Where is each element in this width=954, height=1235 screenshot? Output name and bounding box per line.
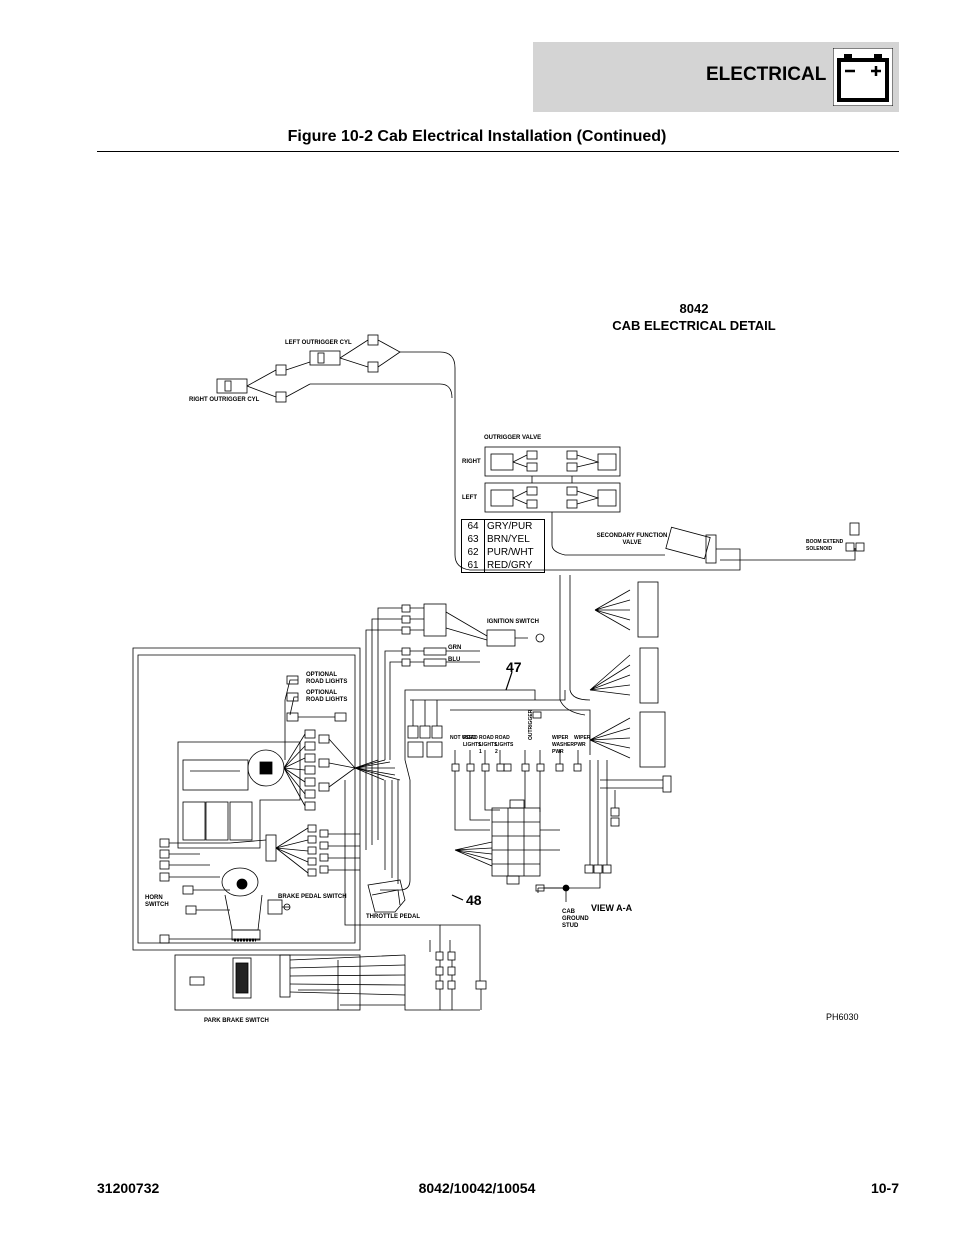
right-valve-label: RIGHT [462, 459, 481, 465]
right-connector-blocks [559, 575, 672, 793]
fuse-label-outrigger: OUTRIGGER [528, 709, 534, 740]
wire-number: 61 [461, 559, 485, 573]
left-outrigger-cyl-connector [309, 334, 401, 373]
fuse-label-not-used: NOT USED [450, 735, 476, 741]
wire-number: 62 [461, 546, 485, 559]
optional-road-lights-label-1: OPTIONAL ROAD LIGHTS [306, 672, 348, 685]
callout-47: 47 [506, 659, 522, 675]
ignition-switch-label: IGNITION SWITCH [487, 619, 539, 625]
park-brake-switch-label: PARK BRAKE SWITCH [204, 1018, 269, 1024]
detail-model: 8042 [679, 301, 709, 316]
wire-number: 64 [461, 519, 485, 533]
fuse-label-wiper-pwr: WIPER PWR [574, 735, 591, 748]
grn-wire-label: GRN [448, 645, 462, 651]
inline-fuses [429, 924, 487, 1010]
ignition-switch [401, 603, 545, 667]
view-a-a-connectors [535, 760, 620, 902]
fuse-row [450, 709, 591, 831]
brake-pedal-switch [267, 899, 291, 915]
blu-wire-label: BLU [448, 657, 461, 663]
secondary-function-valve-label: SECONDARY FUNCTION VALVE [596, 533, 668, 546]
optional-road-lights-label-2: OPTIONAL ROAD LIGHTS [306, 690, 348, 703]
dash-panel [177, 741, 301, 849]
steering-column [221, 867, 263, 942]
throttle-pedal [367, 879, 406, 913]
battery-icon [833, 48, 893, 106]
fuse-label-wiper-washer: WIPER WASHER PWR [552, 735, 574, 755]
outrigger-valve-right [484, 446, 621, 477]
model-numbers: 8042/10042/10054 [418, 1180, 536, 1196]
horn-switch-label: HORN SWITCH [145, 895, 169, 908]
detail-name: CAB ELECTRICAL DETAIL [612, 318, 776, 333]
boom-extend-solenoid [845, 522, 865, 552]
left-switches [159, 838, 260, 944]
fuse-label-road-lights: ROAD LIGHTS [463, 735, 482, 748]
callout-48: 48 [466, 892, 482, 908]
wire-color: GRY/PUR [487, 521, 533, 532]
right-outrigger-cyl-connector [216, 361, 311, 403]
fuse-label-road-lights-1: ROAD LIGHTS 1 [479, 735, 498, 755]
fuse-block [454, 799, 560, 885]
center-harness [344, 689, 566, 940]
outrigger-valve-label: OUTRIGGER VALVE [484, 435, 542, 441]
left-valve-label: LEFT [462, 495, 477, 501]
optional-road-lights-connectors [284, 675, 347, 760]
wire-number: 63 [461, 533, 485, 546]
wire-color: RED/GRY [487, 560, 533, 571]
throttle-pedal-label: THROTTLE PEDAL [366, 914, 420, 920]
page-number: 10-7 [870, 1180, 899, 1196]
section-title: ELECTRICAL [706, 64, 827, 85]
brake-pedal-switch-label: BRAKE PEDAL SWITCH [278, 894, 347, 900]
cab-ground-stud-label: CAB GROUND STUD [562, 909, 589, 929]
outrigger-valve-left [484, 482, 621, 513]
lower-switches [174, 954, 480, 1011]
boom-extend-solenoid-label: BOOM EXTEND SOLENOID [806, 539, 844, 552]
fuse-label-road-lights-2: ROAD LIGHTS 2 [495, 735, 514, 755]
left-outrigger-cyl-label: LEFT OUTRIGGER CYL [285, 340, 352, 346]
gauge-connectors [283, 729, 385, 811]
doc-number: 31200732 [97, 1180, 160, 1196]
detail-title: 8042 CAB ELECTRICAL DETAIL [594, 300, 794, 334]
right-outrigger-cyl-label: RIGHT OUTRIGGER CYL [189, 397, 260, 403]
wire-color: PUR/WHT [487, 547, 534, 558]
wire-color: BRN/YEL [487, 534, 530, 545]
view-a-a-label: VIEW A-A [591, 903, 633, 913]
secondary-function-valve [560, 526, 856, 571]
image-code: PH6030 [826, 1012, 859, 1022]
center-bundle [229, 824, 360, 877]
title-divider [97, 151, 899, 152]
figure-title: Figure 10-2 Cab Electrical Installation … [287, 128, 667, 145]
